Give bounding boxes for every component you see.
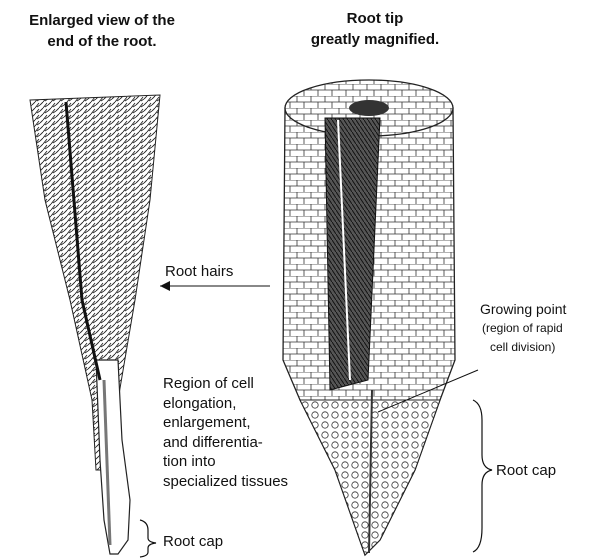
root-hairs-label: Root hairs — [165, 262, 233, 281]
root-cap-label-right: Root cap — [496, 461, 556, 480]
elongation-label: Region of cell elongation, enlargement, … — [163, 374, 288, 491]
growing-point-line-2: (region of rapid — [482, 319, 566, 338]
root-body — [96, 360, 130, 554]
root-hairs-arrowhead — [160, 281, 170, 291]
elongation-line-5: tion into — [163, 452, 288, 472]
root-hair-zone — [30, 95, 160, 470]
elongation-line-4: and differentia- — [163, 433, 288, 453]
left-root-illustration — [30, 95, 160, 554]
root-cap-bracket-right — [473, 400, 492, 552]
growing-point-line-3: cell division) — [490, 338, 566, 357]
right-title-line-2: greatly magnified. — [290, 29, 460, 50]
left-title-line-2: end of the root. — [4, 31, 200, 52]
growing-point-line-1: Growing point — [480, 300, 566, 319]
left-title: Enlarged view of the end of the root. — [4, 10, 200, 52]
elongation-line-2: elongation, — [163, 394, 288, 414]
root-cap-label-left: Root cap — [163, 532, 223, 551]
growing-point-label: Growing point (region of rapid cell divi… — [480, 300, 566, 357]
elongation-line-6: specialized tissues — [163, 472, 288, 492]
left-title-line-1: Enlarged view of the — [4, 10, 200, 31]
elongation-line-3: enlargement, — [163, 413, 288, 433]
root-cap-bracket-left — [140, 520, 156, 557]
elongation-line-1: Region of cell — [163, 374, 288, 394]
right-title: Root tip greatly magnified. — [290, 8, 460, 50]
right-title-line-1: Root tip — [290, 8, 460, 29]
right-root-illustration — [283, 80, 455, 555]
